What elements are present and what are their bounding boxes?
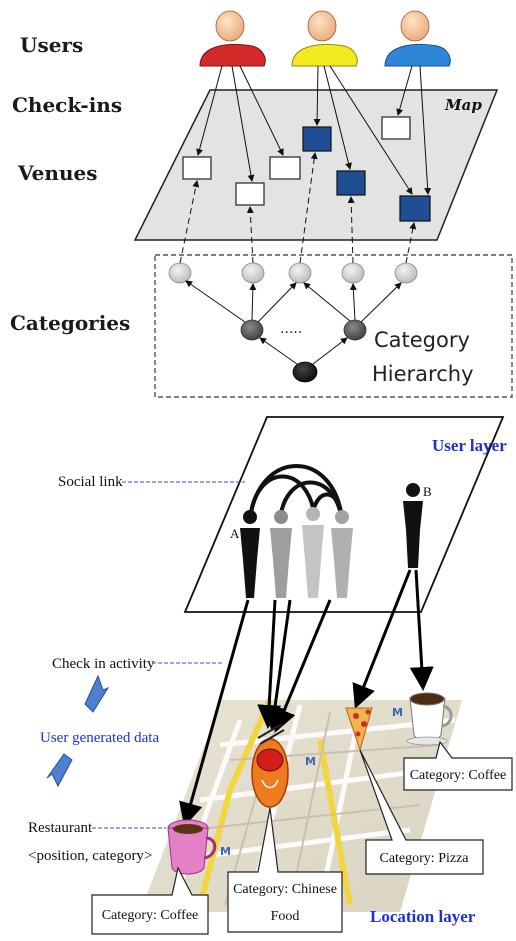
social-link-label: Social link xyxy=(58,474,123,490)
user-a-label: A xyxy=(230,526,240,541)
venue-box xyxy=(381,116,411,140)
metro-marker: M xyxy=(220,845,231,858)
top-diagram: Users Check-ins Venues Categories Map xyxy=(10,10,513,398)
user-blue-icon xyxy=(384,10,451,67)
callout-box-coffee-left xyxy=(91,866,209,935)
callout-coffee-right: Category: Coffee xyxy=(410,768,507,783)
user-layer-label: User layer xyxy=(432,436,507,455)
metro-marker: M xyxy=(392,706,403,719)
callout-coffee-left: Category: Coffee xyxy=(102,908,199,923)
bottom-diagram: User layer Social link A xyxy=(28,416,513,935)
checkins-label: Check-ins xyxy=(12,93,122,117)
hierarchy-label-line1: Category xyxy=(374,328,470,352)
user-yellow-icon xyxy=(291,10,358,67)
callout-box-chinese xyxy=(227,807,343,933)
category-node-mid xyxy=(343,319,367,341)
user-icon-faded xyxy=(331,510,353,598)
user-a-icon xyxy=(240,510,260,598)
category-hierarchy-box xyxy=(154,254,513,398)
callout-chinese-line2: Food xyxy=(271,909,300,924)
hierarchy-label-line2: Hierarchy xyxy=(372,362,474,386)
callout-box-coffee-right xyxy=(403,740,513,791)
category-node-leaf xyxy=(394,262,418,284)
up-arrow-icon xyxy=(84,674,110,713)
venues-label: Venues xyxy=(17,161,97,185)
map-main-roads xyxy=(197,698,353,906)
hierarchy-arrows xyxy=(185,280,402,365)
noodle-bowl-icon xyxy=(251,723,289,808)
checkin-activity-arrows xyxy=(179,569,434,827)
pizza-icon xyxy=(345,707,373,752)
venue-box-filled xyxy=(302,126,332,152)
category-node-mid xyxy=(240,319,264,341)
venue-box-filled xyxy=(399,195,431,222)
callout-box-pizza xyxy=(359,749,484,875)
venue-box xyxy=(182,156,212,180)
categories-label: Categories xyxy=(10,311,130,335)
users-label: Users xyxy=(20,33,83,57)
location-layer-label: Location layer xyxy=(370,907,476,926)
category-node-root xyxy=(292,361,318,383)
callout-chinese-line1: Category: Chinese xyxy=(233,882,337,897)
down-arrow-icon xyxy=(46,753,73,788)
coffee-cup-icon xyxy=(167,819,217,875)
venue-box xyxy=(269,156,301,180)
user-b-label: B xyxy=(423,484,432,499)
user-b-icon xyxy=(403,483,423,568)
venue-box-filled xyxy=(336,170,366,196)
user-generated-data-label: User generated data xyxy=(40,730,159,746)
restaurant-label: Restaurant xyxy=(28,820,93,836)
position-category-label: <position, category> xyxy=(28,848,152,864)
user-icon-faded xyxy=(270,510,292,598)
checkin-activity-label: Check in activity xyxy=(52,656,155,672)
user-icon-faded xyxy=(302,507,324,598)
category-node-leaf xyxy=(341,262,365,284)
checkin-arrows xyxy=(196,65,432,195)
category-node-leaf xyxy=(241,262,265,284)
category-venue-links xyxy=(179,152,417,264)
venue-box xyxy=(235,182,265,206)
callout-pizza: Category: Pizza xyxy=(379,851,469,866)
coffee-mug-icon xyxy=(406,692,453,746)
ellipsis-label: ..... xyxy=(280,321,302,337)
category-node-leaf xyxy=(288,262,312,284)
map-label: Map xyxy=(444,96,482,114)
user-red-icon xyxy=(199,10,266,67)
category-node-leaf xyxy=(168,262,192,284)
metro-marker: M xyxy=(305,755,316,768)
